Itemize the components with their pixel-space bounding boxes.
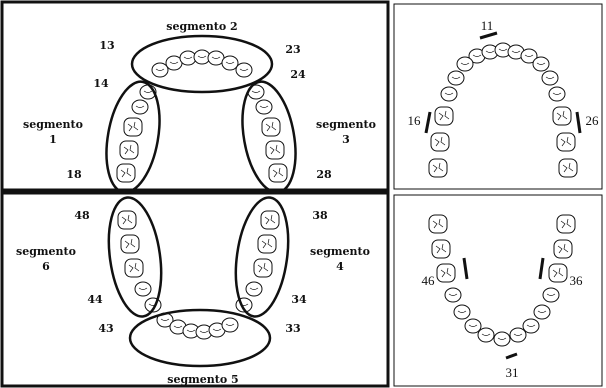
upper-arch-teeth	[117, 50, 287, 182]
tooth-number-11: 11	[481, 18, 494, 33]
tooth-number-33: 33	[285, 322, 300, 335]
tooth-number-48: 48	[74, 209, 90, 222]
marker-11	[480, 33, 497, 38]
segment-4-number: 4	[336, 260, 344, 273]
lower-right-panel: 46 36 31	[422, 215, 584, 380]
segment-3-outline	[235, 78, 304, 197]
upper-right-panel: 11 16 26	[408, 18, 600, 177]
tooth-number-28: 28	[316, 168, 332, 181]
upper-right-arch-teeth	[429, 43, 577, 177]
tooth-number-18: 18	[66, 168, 82, 181]
segment-1-number: 1	[49, 133, 57, 146]
lower-right-arch-teeth	[429, 215, 575, 346]
tooth-number-24: 24	[290, 68, 306, 81]
segment-4-label: segmento	[310, 245, 370, 258]
marker-31	[506, 354, 517, 358]
segment-2-label: segmento 2	[166, 20, 237, 33]
tooth-number-36: 36	[570, 273, 584, 288]
segment-1-label: segmento	[23, 118, 83, 131]
panel-frames	[2, 2, 602, 386]
tooth-number-44: 44	[87, 293, 103, 306]
tooth-number-14: 14	[93, 77, 109, 90]
segment-3-number: 3	[342, 133, 350, 146]
tooth-number-43: 43	[98, 322, 113, 335]
segment-3-label: segmento	[316, 118, 376, 131]
lower-left-panel: segmento 6 segmento 4 segmento 5 48 38 4…	[16, 194, 370, 386]
marker-26	[577, 112, 580, 133]
tooth-number-26: 26	[586, 113, 600, 128]
tooth-number-13: 13	[99, 39, 114, 52]
segment-6-number: 6	[42, 260, 50, 273]
tooth-number-31: 31	[506, 365, 519, 380]
tooth-number-23: 23	[285, 43, 300, 56]
tooth-number-16: 16	[408, 113, 422, 128]
segment-6-label: segmento	[16, 245, 76, 258]
tooth-number-34: 34	[291, 293, 307, 306]
marker-36	[540, 258, 543, 279]
tooth-number-38: 38	[312, 209, 328, 222]
marker-46	[464, 258, 467, 279]
marker-16	[426, 112, 430, 133]
upper-left-panel: segmento 2 segmento 1 segmento 3 13 23 1…	[23, 20, 376, 196]
tooth-number-46: 46	[422, 273, 436, 288]
segment-5-label: segmento 5	[167, 373, 238, 386]
